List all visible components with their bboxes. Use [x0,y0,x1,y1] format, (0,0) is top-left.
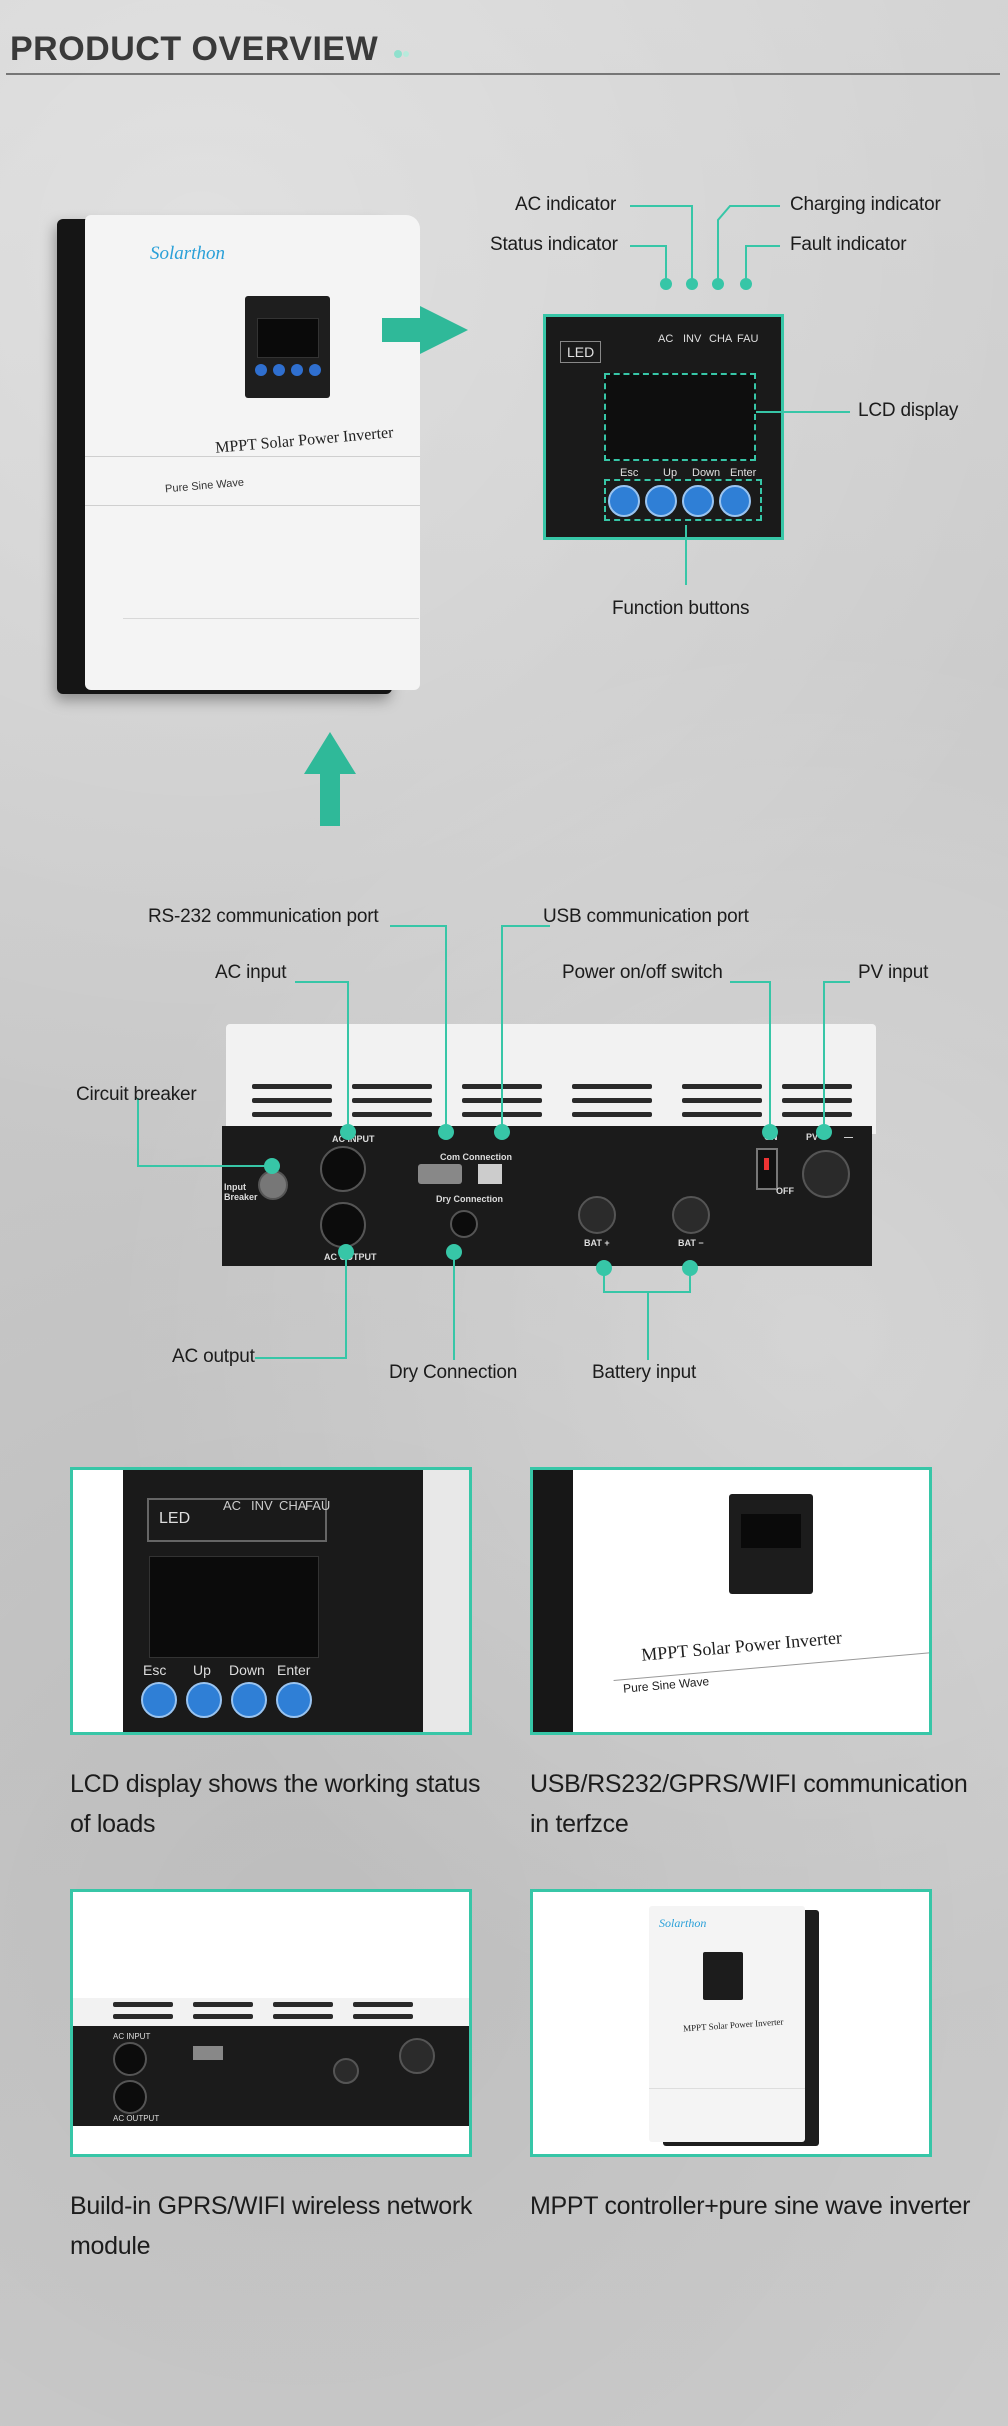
feature-caption-3a: Build-in GPRS/WIFI wireless network [70,2192,473,2220]
rear-dry-label: Dry Connection [436,1194,504,1204]
inverter-lcd-panel [245,296,330,398]
callout-ac-input: AC input [215,962,287,983]
bat-minus-terminal [672,1196,710,1234]
panel-indicator: AC [658,333,674,345]
callout-lcd-display: LCD display [858,400,959,421]
inverter-foot-line [123,618,419,689]
feature-caption-2b: in terfzce [530,1810,629,1838]
panel-led-label: LED [560,341,602,363]
rear-bat-minus: BAT − [678,1238,704,1248]
callout-ac-output: AC output [172,1346,255,1367]
pv-input-port [802,1150,850,1198]
page-title: PRODUCT OVERVIEW [10,30,379,68]
dry-connection-port [450,1210,478,1238]
card-indicator: FAU [305,1498,331,1513]
card-indicator: CHA [279,1498,307,1513]
feature-card-wireless: AC INPUT AC OUTPUT [70,1889,472,2157]
down-button[interactable] [682,485,714,517]
panel-indicator: FAU [737,333,759,345]
panel-button-label: Down [692,467,721,479]
front-callout-lines [630,205,850,585]
arrow-up-icon [304,732,356,826]
callout-dry-connection: Dry Connection [389,1362,518,1383]
feature-caption-1b: of loads [70,1810,156,1838]
callout-rs232-port: RS-232 communication port [148,906,379,927]
feature-caption-4a: MPPT controller+pure sine wave inverter [530,2192,971,2220]
usb-port [478,1164,502,1184]
feature-caption-2a: USB/RS232/GPRS/WIFI communication [530,1770,968,1798]
callout-battery-input: Battery input [592,1362,697,1383]
rear-input-breaker: Input Breaker [224,1182,258,1202]
rear-bat-plus: BAT + [584,1238,610,1248]
header-rule [6,50,1000,75]
feature-card-communication: MPPT Solar Power Inverter Pure Sine Wave [530,1467,932,1735]
card-indicator: AC [223,1498,242,1513]
power-switch[interactable] [756,1148,778,1190]
callout-function-buttons: Function buttons [612,598,750,619]
bat-plus-terminal [578,1196,616,1234]
panel-button-label: Up [663,467,678,479]
card-indicator: INV [251,1498,273,1513]
callout-status-indicator: Status indicator [490,234,618,255]
rear-pv-minus-label: — [844,1132,853,1142]
rear-callout-lines [137,925,850,1360]
rear-com-label: Com Connection [440,1152,512,1162]
feature-card-lcd: LED AC INV CHA FAU Esc Up Down Enter [70,1467,472,1735]
callout-ac-indicator: AC indicator [515,194,617,215]
rear-off-label: OFF [776,1186,794,1196]
callout-power-switch: Power on/off switch [562,962,723,983]
inverter-brand: Solarthon [150,243,225,264]
callout-circuit-breaker: Circuit breaker [76,1084,197,1105]
rs232-port [418,1164,462,1184]
panel-lcd-screen [604,373,756,461]
inverter-rear-ports: Input Breaker AC INPUT AC OUTPUT Com Con… [222,1126,872,1266]
inverter-rear-top [226,1024,876,1134]
callout-usb-port: USB communication port [543,906,749,927]
panel-button-label: Enter [730,467,757,479]
ac-input-port [320,1146,366,1192]
up-button[interactable] [645,485,677,517]
feature-caption-1a: LCD display shows the working status [70,1770,481,1798]
panel-button-label: Esc [620,467,639,479]
esc-button[interactable] [608,485,640,517]
panel-indicator: CHA [709,333,733,345]
header-dot-icon [394,50,402,58]
feature-caption-3b: module [70,2232,151,2260]
panel-indicator: INV [683,333,702,345]
callout-charging-indicator: Charging indicator [790,194,941,215]
callout-fault-indicator: Fault indicator [790,234,907,255]
enter-button[interactable] [719,485,751,517]
inverter-front [85,215,420,690]
rear-ac-input-label: AC INPUT [332,1134,375,1144]
feature-card-mppt: Solarthon MPPT Solar Power Inverter [530,1889,932,2157]
callout-pv-input: PV input [858,962,929,983]
control-panel-zoom: LED AC INV CHA FAU Esc Up Down Enter [543,314,784,540]
inverter-band [85,456,420,506]
card-led-label: LED [159,1510,191,1527]
rear-pv-label: PV + [806,1132,826,1142]
circuit-breaker-knob[interactable] [258,1170,288,1200]
arrow-right-icon [382,306,468,354]
